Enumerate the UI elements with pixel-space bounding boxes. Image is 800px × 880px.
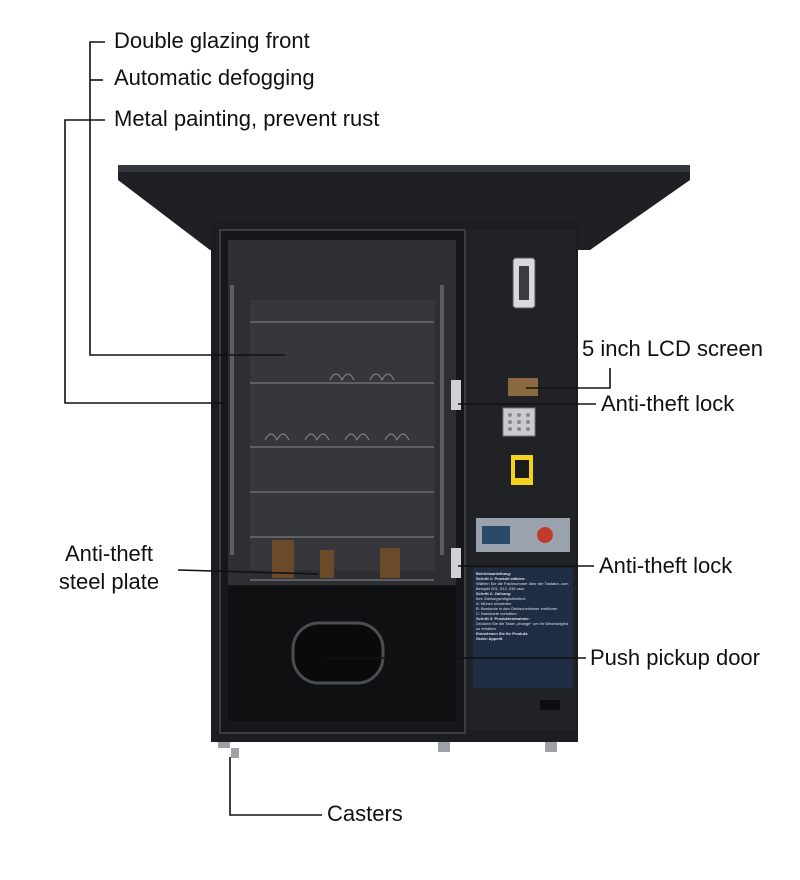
instruction-step2-c: C: Bankkarte vorhalten xyxy=(476,611,517,616)
instruction-step3-text: Drücken Sie die Taste „change“ um Ihr We… xyxy=(476,621,569,631)
door-handle-right xyxy=(440,285,444,555)
label-casters: Casters xyxy=(327,801,403,826)
instruction-step1-text: Wählen Sie die Fachnummer über der Tasta… xyxy=(476,581,569,591)
instruction-text: Betriebsanleitung: Schritt 1: Produkt wä… xyxy=(476,571,571,685)
instruction-step3-title: Schritt 3: Produktentnahme: xyxy=(476,616,530,621)
instruction-step1-title: Schritt 1: Produkt wählen: xyxy=(476,576,526,581)
instruction-heading: Betriebsanleitung: xyxy=(476,571,512,576)
label-pickup-door: Push pickup door xyxy=(590,645,760,670)
label-double-glazing: Double glazing front xyxy=(114,28,310,53)
lock-upper xyxy=(451,380,461,410)
lcd-screen xyxy=(508,378,538,396)
casters xyxy=(218,742,557,758)
leader-steel-plate xyxy=(177,569,319,575)
label-defogging: Automatic defogging xyxy=(114,65,315,90)
door-handle-left xyxy=(230,285,234,555)
lock-lower xyxy=(451,548,461,578)
instruction-step2-a: A: Münze einwerfen xyxy=(476,601,512,606)
label-steel-plate-line2: steel plate xyxy=(58,568,160,594)
leader-lcd-screen xyxy=(526,368,611,389)
instruction-step2-text: Ihre Zahlungsmöglichkeiten: xyxy=(476,596,527,601)
leader-metal-painting xyxy=(64,119,222,404)
product-shelves xyxy=(250,321,434,581)
products xyxy=(272,540,400,578)
label-steel-plate: Anti-theft steel plate xyxy=(42,540,176,595)
instruction-footer1: Entnehmen Sie Ihr Produkt. xyxy=(476,631,529,636)
label-metal-painting: Metal painting, prevent rust xyxy=(114,106,380,131)
label-lock-lower: Anti-theft lock xyxy=(599,553,733,578)
label-lcd-screen: 5 inch LCD screen xyxy=(582,336,763,361)
pickup-door xyxy=(291,621,385,685)
instruction-footer2: Guten Appetit xyxy=(476,636,503,641)
instruction-step2-b: B: Banknote in den Geldscheinleser einfü… xyxy=(476,606,558,611)
leader-casters xyxy=(229,757,322,816)
label-steel-plate-line1: Anti-theft xyxy=(64,541,154,566)
spiral-coils xyxy=(264,373,410,442)
instruction-panel xyxy=(473,568,573,688)
leader-double-glazing xyxy=(89,41,285,356)
instruction-step2-title: Schritt 2: Zahlung: xyxy=(476,591,512,596)
label-lock-upper: Anti-theft lock xyxy=(601,391,735,416)
